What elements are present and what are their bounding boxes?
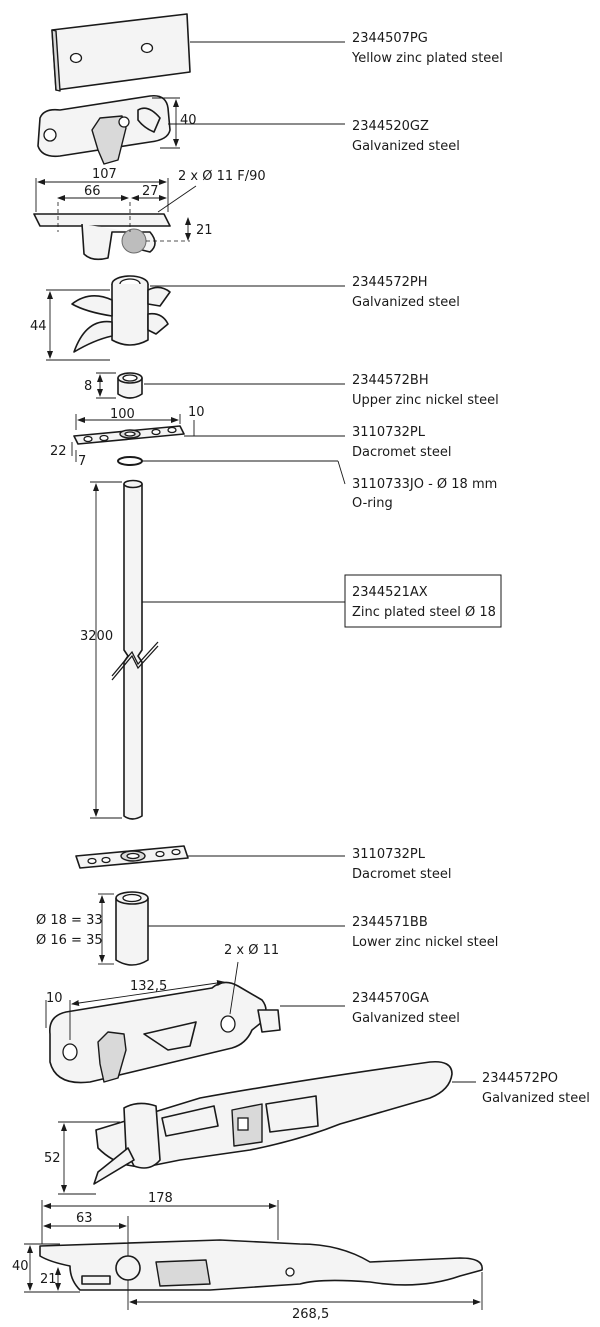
latch-bracket-part bbox=[37, 94, 171, 165]
part-code: 3110732PL bbox=[352, 425, 426, 440]
dim-100-label: 100 bbox=[110, 407, 135, 422]
hinge-part bbox=[71, 275, 171, 353]
dim-16-35-label: Ø 16 = 35 bbox=[36, 933, 103, 948]
dim-107-label: 107 bbox=[92, 167, 117, 182]
leader-line bbox=[157, 185, 197, 213]
dim-178-label: 178 bbox=[148, 1191, 173, 1206]
o-ring-part bbox=[117, 456, 143, 466]
dim-40-bottom-label: 40 bbox=[12, 1259, 29, 1274]
part-code: 2344572PH bbox=[352, 275, 428, 290]
holes-top-label: 2 x Ø 11 F/90 bbox=[178, 169, 266, 184]
part-material: O-ring bbox=[352, 496, 393, 511]
part-material: Lower zinc nickel steel bbox=[352, 935, 498, 950]
leader-line bbox=[337, 460, 346, 485]
holes-bottom-label: 2 x Ø 11 bbox=[224, 943, 279, 958]
dim-27-label: 27 bbox=[142, 184, 159, 199]
leader-line bbox=[229, 961, 239, 1015]
part-material: Galvanized steel bbox=[352, 295, 460, 310]
dim-66-label: 66 bbox=[84, 184, 101, 199]
part-code: 2344572BH bbox=[352, 373, 429, 388]
lower-bracket-part bbox=[49, 981, 281, 1084]
part-material: Galvanized steel bbox=[352, 139, 460, 154]
part-material: Galvanized steel bbox=[352, 1011, 460, 1026]
dim-63-label: 63 bbox=[76, 1211, 93, 1226]
dacromet-plate-top bbox=[73, 425, 185, 445]
lower-bushing-part bbox=[115, 891, 149, 966]
dim-52-label: 52 bbox=[44, 1151, 61, 1166]
part-material: Yellow zinc plated steel bbox=[351, 51, 503, 66]
handle-part bbox=[93, 1060, 453, 1185]
part-material: Zinc plated steel Ø 18 bbox=[352, 605, 496, 620]
dim-7-label: 7 bbox=[78, 454, 86, 469]
dim-8-label: 8 bbox=[84, 379, 92, 394]
dim-3200-label: 3200 bbox=[80, 629, 113, 644]
dim-40-label: 40 bbox=[180, 113, 197, 128]
rod-part bbox=[111, 479, 159, 820]
part-material: Upper zinc nickel steel bbox=[352, 393, 499, 408]
rod-label-box bbox=[344, 574, 502, 628]
dim-268-5-label: 268,5 bbox=[292, 1307, 329, 1322]
dim-22-label: 22 bbox=[50, 444, 67, 459]
part-material: Dacromet steel bbox=[352, 445, 452, 460]
dim-21-label: 21 bbox=[196, 223, 213, 238]
dim-132-5-label: 132,5 bbox=[130, 979, 167, 994]
part-code: 3110732PL bbox=[352, 847, 426, 862]
dim-10-plate-label: 10 bbox=[188, 405, 205, 420]
part-material: Galvanized steel bbox=[482, 1091, 590, 1106]
plate-part bbox=[51, 13, 191, 92]
dim-line-132-5 bbox=[71, 980, 225, 1006]
part-code: 3110733JO - Ø 18 mm bbox=[352, 477, 497, 492]
dim-18-33-label: Ø 18 = 33 bbox=[36, 913, 103, 928]
part-code: 2344570GA bbox=[352, 991, 429, 1006]
dim-21-bottom-label: 21 bbox=[40, 1272, 57, 1287]
dim-44-label: 44 bbox=[30, 319, 47, 334]
part-code: 2344520GZ bbox=[352, 119, 429, 134]
part-code: 2344507PG bbox=[352, 31, 428, 46]
part-material: Dacromet steel bbox=[352, 867, 452, 882]
assembly-side-view bbox=[39, 1239, 483, 1291]
part-code: 2344571BB bbox=[352, 915, 428, 930]
part-code: 2344521AX bbox=[352, 585, 428, 600]
upper-bushing-part bbox=[117, 372, 143, 399]
dacromet-plate-bottom bbox=[75, 845, 189, 869]
bracket-side-view bbox=[33, 202, 190, 261]
dim-10-bottom-label: 10 bbox=[46, 991, 63, 1006]
part-code: 2344572PO bbox=[482, 1071, 558, 1086]
